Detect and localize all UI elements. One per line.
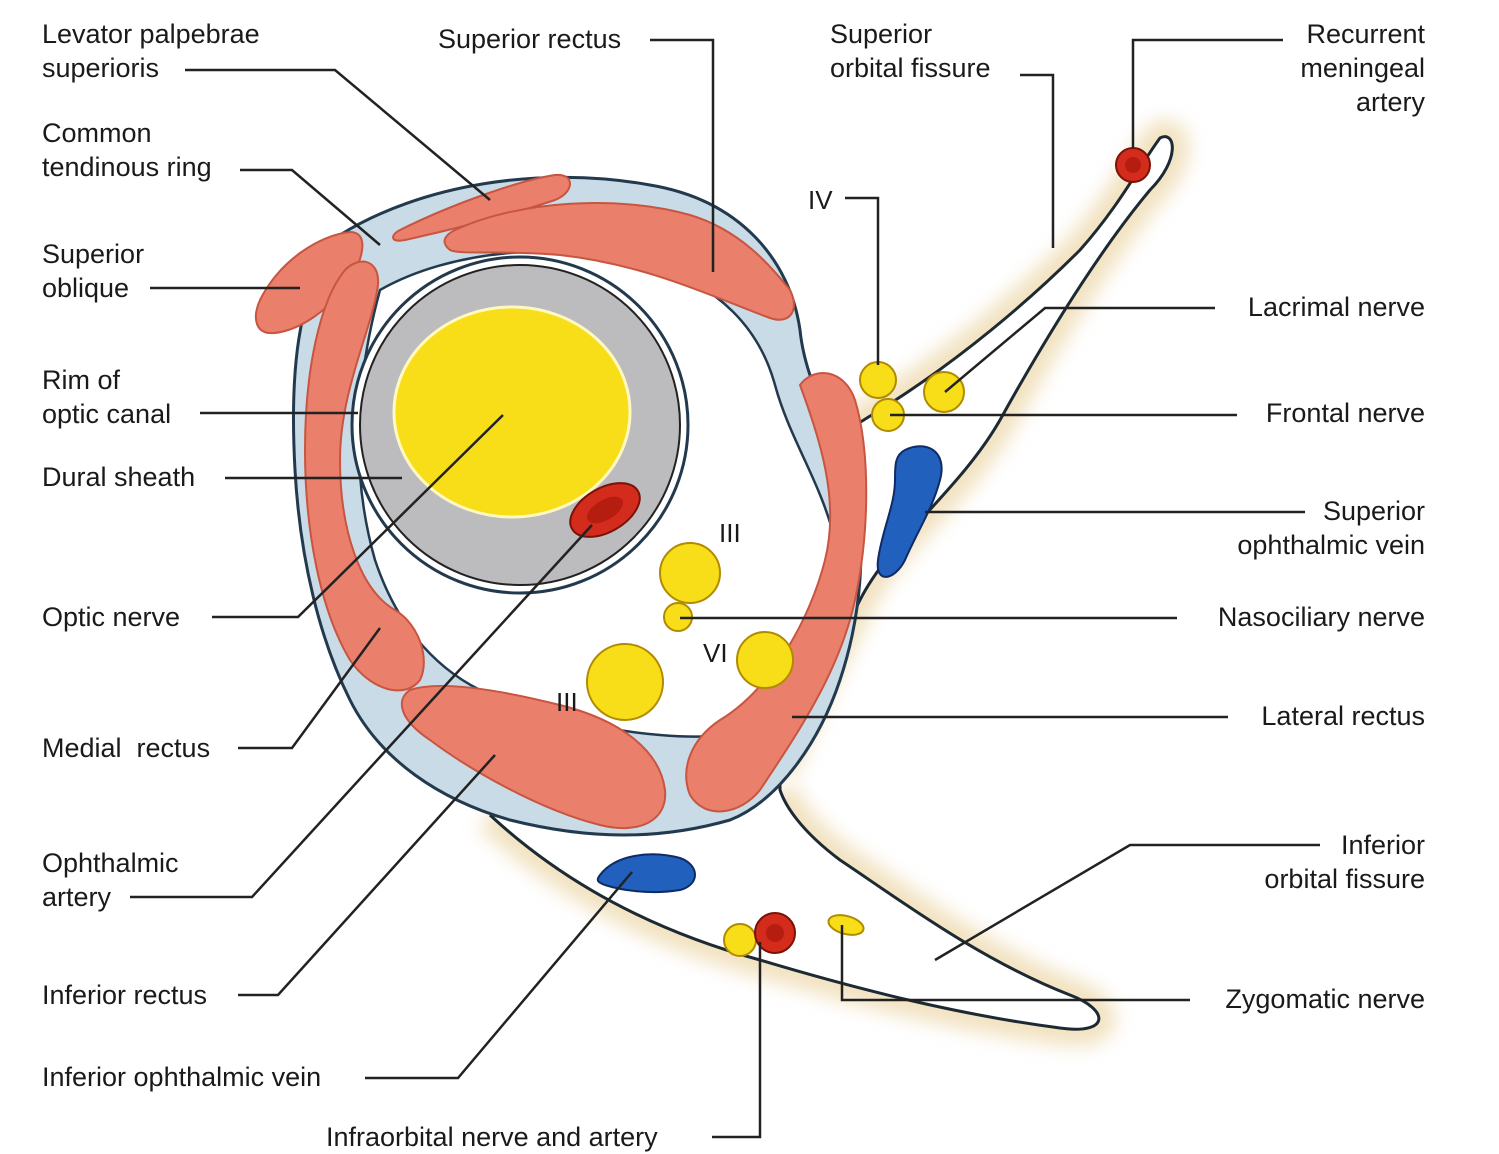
label-sov-line2: ophthalmic vein — [1237, 528, 1425, 562]
label-superior-oblique-line1: Superior — [42, 237, 144, 271]
label-superior-orbital-fissure: Superior orbital fissure — [830, 17, 991, 85]
nerve-iii-superior-division — [660, 543, 720, 603]
label-common-tendinous-line1: Common — [42, 116, 212, 150]
label-infraorbital-nerve-artery: Infraorbital nerve and artery — [326, 1120, 658, 1154]
label-sov-line1: Superior — [1237, 494, 1425, 528]
label-lacrimal-nerve: Lacrimal nerve — [1248, 290, 1425, 324]
label-rim-optic-canal: Rim of optic canal — [42, 363, 171, 431]
label-ophthalmic-artery-line2: artery — [42, 880, 179, 914]
label-levator-palpebrae: Levator palpebrae superioris — [42, 17, 260, 85]
label-medial-rectus: Medial rectus — [42, 731, 210, 765]
label-rim-optic-canal-line1: Rim of — [42, 363, 171, 397]
infraorbital-artery-lumen — [766, 924, 784, 942]
leader-iv — [845, 198, 878, 365]
label-superior-ophthalmic-vein: Superior ophthalmic vein — [1237, 494, 1425, 562]
label-inferior-orbital-fissure: Inferior orbital fissure — [1264, 828, 1425, 896]
label-rma-line1: Recurrent — [1300, 17, 1425, 51]
nerve-vi-abducens — [737, 632, 793, 688]
label-superior-oblique: Superior oblique — [42, 237, 144, 305]
label-sof-line2: orbital fissure — [830, 51, 991, 85]
label-nerve-iv: IV — [808, 183, 833, 217]
label-levator-line1: Levator palpebrae — [42, 17, 260, 51]
label-rma-line3: artery — [1300, 85, 1425, 119]
label-superior-oblique-line2: oblique — [42, 271, 144, 305]
leader-levator — [185, 70, 490, 200]
label-common-tendinous-ring: Common tendinous ring — [42, 116, 212, 184]
label-dural-sheath: Dural sheath — [42, 460, 195, 494]
label-lateral-rectus: Lateral rectus — [1261, 699, 1425, 733]
label-iof-line1: Inferior — [1264, 828, 1425, 862]
infraorbital-nerve — [724, 924, 756, 956]
leader-superior-orbital-fissure — [1020, 75, 1053, 248]
label-sof-line1: Superior — [830, 17, 991, 51]
nerve-iii-inferior-division — [587, 644, 663, 720]
optic-nerve — [394, 307, 630, 517]
label-common-tendinous-line2: tendinous ring — [42, 150, 212, 184]
lacrimal-nerve — [924, 372, 964, 412]
label-ophthalmic-artery-line1: Ophthalmic — [42, 846, 179, 880]
label-levator-line2: superioris — [42, 51, 260, 85]
nerve-iv-trochlear — [860, 362, 896, 398]
label-inferior-rectus: Inferior rectus — [42, 978, 207, 1012]
label-nerve-vi: VI — [703, 636, 728, 670]
label-superior-rectus: Superior rectus — [438, 22, 621, 56]
label-recurrent-meningeal-artery: Recurrent meningeal artery — [1300, 17, 1425, 119]
recurrent-meningeal-artery-lumen — [1125, 157, 1141, 173]
label-nasociliary-nerve: Nasociliary nerve — [1218, 600, 1425, 634]
label-rma-line2: meningeal — [1300, 51, 1425, 85]
label-nerve-iii-lower: III — [556, 685, 578, 719]
label-zygomatic-nerve: Zygomatic nerve — [1225, 982, 1425, 1016]
label-rim-optic-canal-line2: optic canal — [42, 397, 171, 431]
label-iof-line2: orbital fissure — [1264, 862, 1425, 896]
label-ophthalmic-artery: Ophthalmic artery — [42, 846, 179, 914]
label-inferior-ophthalmic-vein: Inferior ophthalmic vein — [42, 1060, 321, 1094]
label-nerve-iii-upper: III — [719, 516, 741, 550]
label-frontal-nerve: Frontal nerve — [1266, 396, 1425, 430]
label-optic-nerve: Optic nerve — [42, 600, 180, 634]
